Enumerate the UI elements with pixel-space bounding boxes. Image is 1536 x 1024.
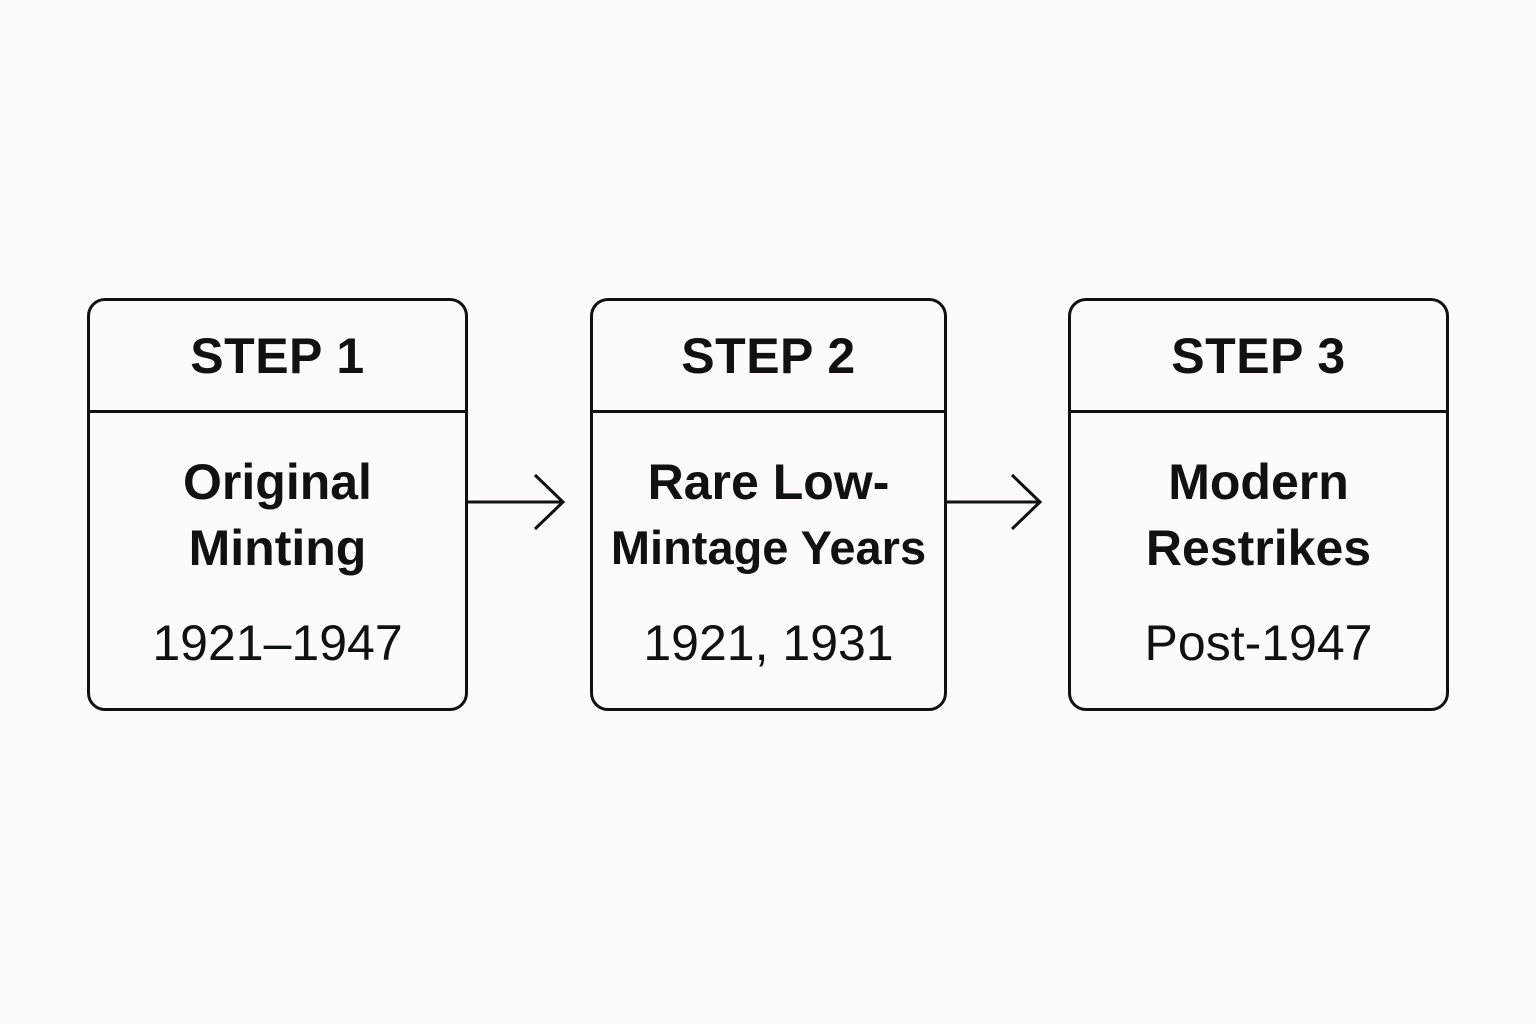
arrow-right-icon (467, 473, 566, 531)
step-1-title: Original Minting (90, 449, 465, 581)
step-1-card: STEP 1 Original Minting 1921–1947 (87, 298, 468, 711)
step-1-dates: 1921–1947 (152, 615, 403, 671)
step-2-label: STEP 2 (593, 301, 944, 413)
step-1-label: STEP 1 (90, 301, 465, 413)
step-3-title: Modern Restrikes (1071, 449, 1446, 581)
step-2-card: STEP 2 Rare Low- Mintage Years 1921, 193… (590, 298, 947, 711)
step-2-dates: 1921, 1931 (643, 615, 894, 671)
step-2-title-line-2: Mintage Years (610, 521, 927, 574)
arrow-right-icon (946, 473, 1043, 531)
step-3-dates: Post-1947 (1144, 615, 1373, 671)
step-3-title-line-1: Modern (1168, 454, 1349, 510)
step-2-title: Rare Low- Mintage Years (593, 449, 944, 581)
step-1-title-line-1: Original (183, 454, 372, 510)
step-3-title-line-2: Restrikes (1145, 520, 1372, 576)
step-3-card: STEP 3 Modern Restrikes Post-1947 (1068, 298, 1449, 711)
step-1-title-line-2: Minting (188, 520, 367, 576)
step-3-label: STEP 3 (1071, 301, 1446, 413)
step-2-title-line-1: Rare Low- (647, 454, 890, 510)
